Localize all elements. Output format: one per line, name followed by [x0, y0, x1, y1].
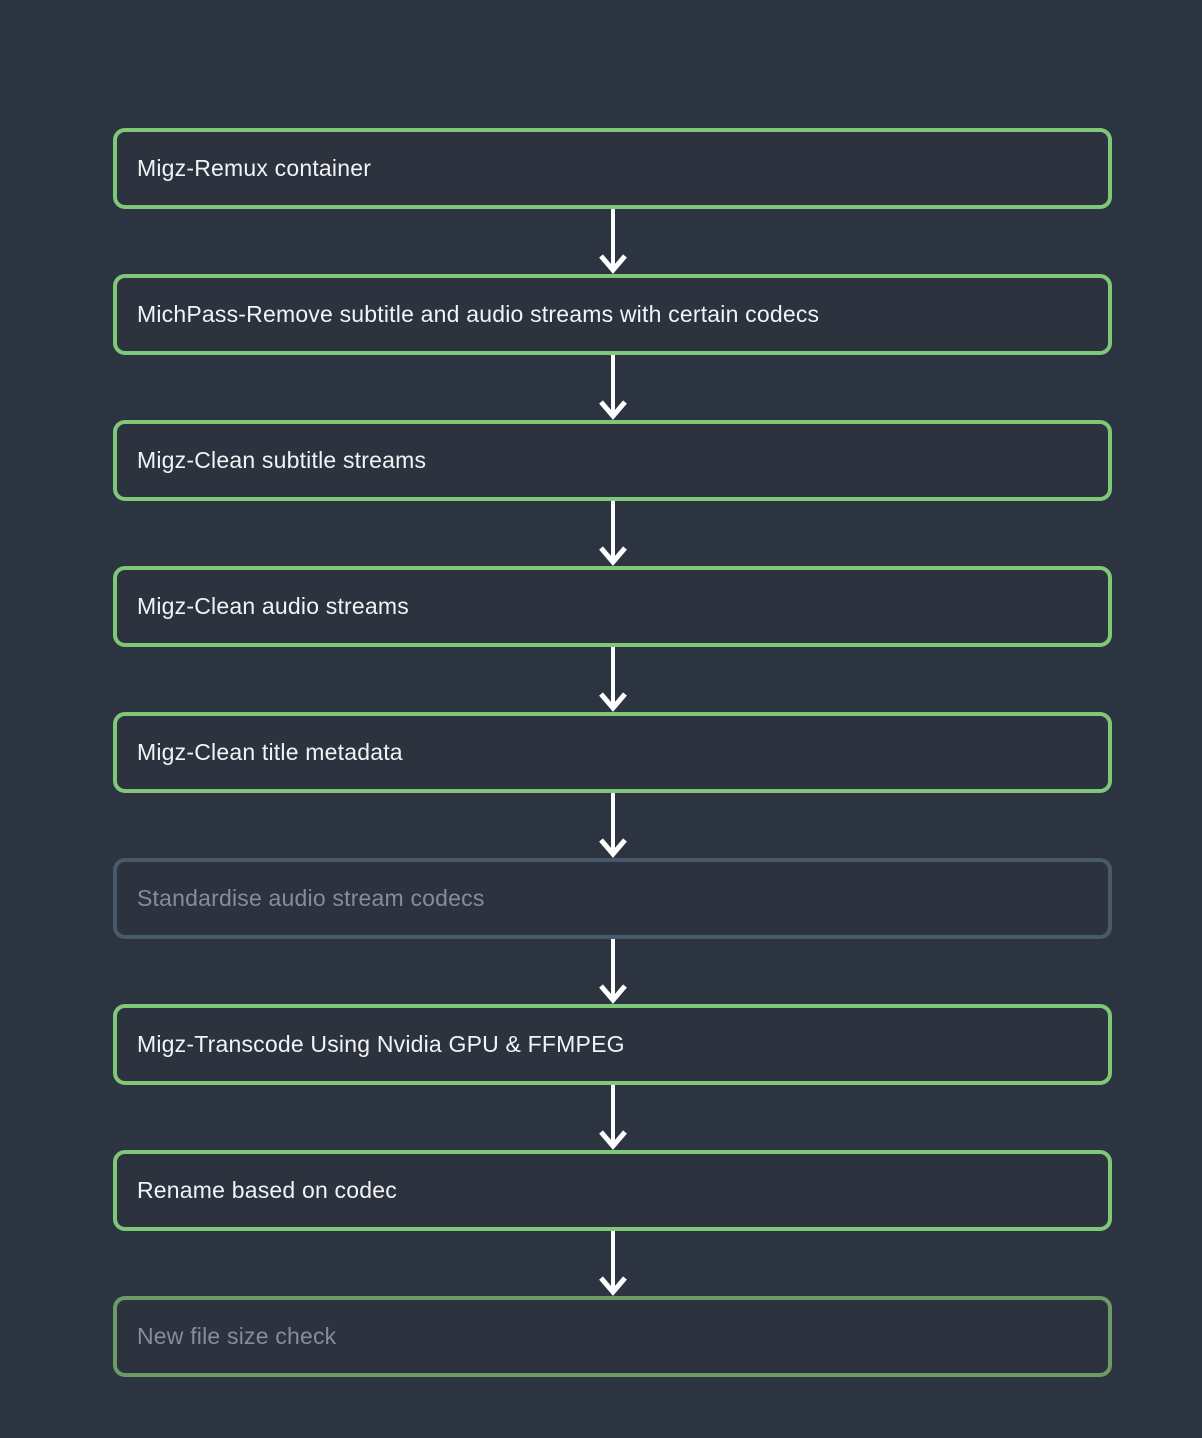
plugin-flow-column: Migz-Remux container MichPass-Remove sub… [113, 128, 1112, 1377]
flow-arrow [113, 647, 1112, 712]
flow-node-label: Standardise audio stream codecs [137, 885, 485, 911]
flow-node-clean-audio-streams[interactable]: Migz-Clean audio streams [113, 566, 1112, 647]
down-arrow-icon [598, 939, 627, 1004]
flow-node-new-file-size-check[interactable]: New file size check [113, 1296, 1112, 1377]
flow-node-clean-subtitle-streams[interactable]: Migz-Clean subtitle streams [113, 420, 1112, 501]
flow-arrow [113, 501, 1112, 566]
flow-node-transcode-nvidia-gpu[interactable]: Migz-Transcode Using Nvidia GPU & FFMPEG [113, 1004, 1112, 1085]
down-arrow-icon [598, 355, 627, 420]
flow-node-label: Migz-Clean audio streams [137, 593, 409, 619]
flow-node-label: Migz-Clean title metadata [137, 739, 403, 765]
flow-node-remove-streams[interactable]: MichPass-Remove subtitle and audio strea… [113, 274, 1112, 355]
flow-arrow [113, 209, 1112, 274]
flow-node-remux-container[interactable]: Migz-Remux container [113, 128, 1112, 209]
flow-arrow [113, 355, 1112, 420]
flow-node-clean-title-metadata[interactable]: Migz-Clean title metadata [113, 712, 1112, 793]
down-arrow-icon [598, 1085, 627, 1150]
flow-node-label: New file size check [137, 1323, 337, 1349]
flow-node-label: Migz-Transcode Using Nvidia GPU & FFMPEG [137, 1031, 625, 1057]
flow-node-rename-based-on-codec[interactable]: Rename based on codec [113, 1150, 1112, 1231]
down-arrow-icon [598, 647, 627, 712]
flow-node-label: Migz-Remux container [137, 155, 372, 181]
flow-node-standardise-audio-codecs[interactable]: Standardise audio stream codecs [113, 858, 1112, 939]
flow-arrow [113, 939, 1112, 1004]
flow-arrow [113, 793, 1112, 858]
flow-arrow [113, 1085, 1112, 1150]
down-arrow-icon [598, 1231, 627, 1296]
down-arrow-icon [598, 209, 627, 274]
flow-node-label: Migz-Clean subtitle streams [137, 447, 427, 473]
flow-node-label: Rename based on codec [137, 1177, 397, 1203]
down-arrow-icon [598, 501, 627, 566]
down-arrow-icon [598, 793, 627, 858]
flow-arrow [113, 1231, 1112, 1296]
flow-node-label: MichPass-Remove subtitle and audio strea… [137, 301, 820, 327]
